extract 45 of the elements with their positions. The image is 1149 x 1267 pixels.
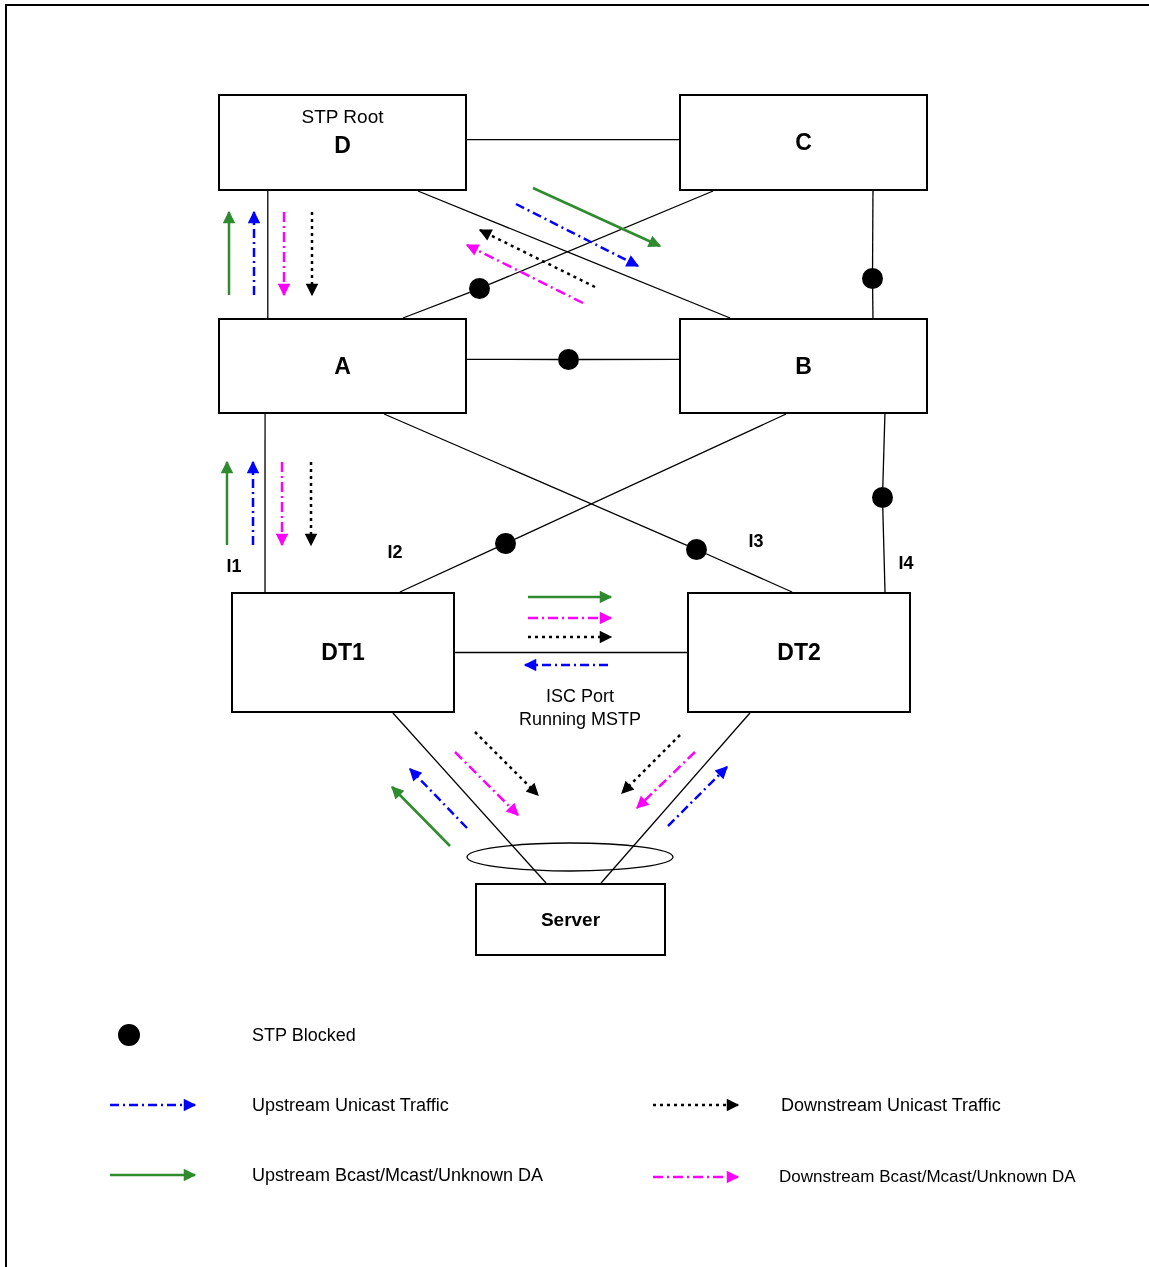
node-label: A (334, 352, 351, 380)
node-label: Server (540, 908, 601, 931)
link-line (705, 553, 793, 593)
node-label: DT1 (321, 639, 365, 666)
switch-box (231, 592, 455, 713)
legend-text: Downstream Unicast Traffic (781, 1094, 1001, 1116)
link-line (399, 547, 497, 593)
legend-text: Downstream Bcast/Mcast/Unknown DA (779, 1167, 1076, 1187)
link-line (872, 288, 874, 319)
switch-box (475, 883, 666, 956)
stp-blocked-dot (872, 487, 893, 508)
link-line (264, 413, 266, 593)
legend-text: STP Blocked (252, 1024, 356, 1046)
node-label: C (795, 129, 812, 156)
link-line (578, 358, 680, 361)
stp-blocked-dot (495, 533, 516, 554)
link-line (600, 712, 751, 884)
node-label: D (334, 131, 351, 159)
stp-blocked-dot (686, 539, 707, 560)
link-line (417, 190, 731, 319)
link-line (466, 138, 680, 141)
stp-blocked-dot (862, 268, 883, 289)
link-line (514, 413, 787, 540)
switch-box (687, 592, 911, 713)
stp-blocked-dot (558, 349, 579, 370)
link-line (392, 712, 547, 884)
legend-text: Upstream Bcast/Mcast/Unknown DA (252, 1164, 544, 1186)
node-label: B (795, 352, 812, 380)
legend-text: Upstream Unicast Traffic (252, 1094, 449, 1116)
link-line (488, 190, 714, 286)
link-line (871, 190, 874, 269)
link-line (267, 190, 269, 319)
link-line (882, 507, 886, 593)
switch-box (218, 94, 467, 191)
link-line (454, 651, 688, 654)
link-line (466, 358, 559, 361)
switch-box (679, 94, 928, 191)
node-label: DT2 (777, 639, 821, 666)
switch-box (679, 318, 928, 414)
stp-blocked-dot (469, 278, 490, 299)
link-line (383, 413, 688, 546)
link-line (882, 413, 886, 488)
switch-box (218, 318, 467, 414)
link-line (402, 291, 471, 319)
node-heading: STP Root (301, 106, 384, 128)
